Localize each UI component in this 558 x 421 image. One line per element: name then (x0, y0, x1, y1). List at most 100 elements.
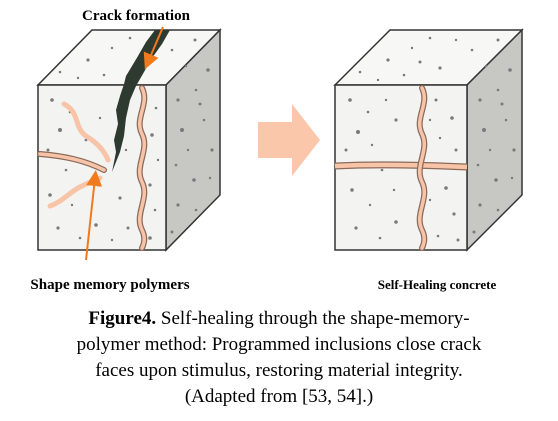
speckle-dot (176, 98, 180, 102)
speckle-dot (438, 66, 442, 70)
polymer-pointer-arrow-icon (85, 170, 103, 261)
speckle-dot (366, 110, 370, 114)
speckle-dot (110, 46, 114, 50)
speckle-dot (508, 68, 512, 72)
speckle-dot (176, 203, 180, 207)
speckle-dot (394, 220, 398, 224)
polymer-strand (61, 101, 111, 163)
polymer-band (334, 162, 468, 170)
speckle-dot (384, 98, 388, 102)
diagram: Crack formation Shape memory polymers Se… (30, 8, 524, 293)
caption-line-4: (Adapted from [53, 54].) (184, 386, 374, 407)
speckle-dot (482, 128, 486, 132)
figure-label: Figure4. (88, 308, 157, 329)
speckle-dot (350, 188, 354, 192)
figure-caption: Figure4. Self-healing through the shape-… (0, 306, 558, 410)
speckle-dot (56, 226, 60, 230)
speckle-dot (348, 98, 352, 102)
speckle-dot (48, 193, 52, 197)
polymer-strand (138, 86, 147, 250)
speckle-dot (496, 38, 500, 42)
speckle-dot (410, 46, 414, 50)
speckle-dot (370, 143, 374, 147)
speckle-dot (154, 106, 158, 110)
speckle-dot (150, 133, 154, 137)
polymer-strand (418, 86, 427, 250)
speckle-dot (198, 102, 202, 106)
speckle-dot (402, 73, 406, 77)
polymer-strand (38, 152, 106, 172)
speckle-dot (444, 186, 448, 190)
right-block-speckles (344, 36, 516, 242)
left-concrete-block (36, 28, 222, 252)
speckle-dot (124, 148, 128, 152)
speckle-dot (488, 148, 492, 152)
speckle-dot (478, 203, 482, 207)
speckle-dot (86, 58, 90, 62)
speckle-dot (428, 198, 432, 202)
speckle-dot (454, 38, 458, 42)
crack (110, 30, 170, 190)
speckle-dot (78, 236, 82, 240)
speckle-dot (210, 148, 214, 152)
speckle-dot (354, 226, 358, 230)
speckle-dot (50, 98, 54, 102)
speckle-dot (46, 148, 50, 152)
speckle-dot (208, 176, 212, 180)
speckle-dot (128, 36, 132, 40)
speckle-dot (118, 196, 122, 200)
speckle-dot (478, 98, 482, 102)
speckle-dot (476, 163, 480, 167)
self-healing-concrete-label: Self-Healing concrete (378, 277, 497, 292)
speckle-dot (148, 183, 152, 187)
speckle-dot (510, 176, 514, 180)
speckle-dot (174, 163, 178, 167)
speckle-dot (126, 226, 130, 230)
speckle-dot (438, 136, 442, 140)
speckle-dot (484, 64, 488, 68)
speckle-dot (428, 118, 432, 122)
speckle-dot (192, 178, 196, 182)
speckle-dot (202, 118, 206, 122)
speckle-dot (452, 212, 456, 216)
speckle-dot (392, 188, 396, 192)
speckle-dot (470, 48, 474, 52)
caption-line-3: faces upon stimulus, restoring material … (95, 360, 463, 381)
speckle-dot (170, 48, 174, 52)
speckle-dot (472, 230, 476, 234)
speckle-dot (58, 70, 62, 74)
speckle-dot (110, 238, 114, 242)
speckle-dot (494, 178, 498, 182)
caption-line-2: polymer method: Programmed inclusions cl… (76, 334, 482, 355)
speckle-dot (358, 70, 362, 74)
speckle-dot (94, 223, 98, 227)
speckle-dot (376, 78, 380, 82)
speckle-dot (193, 38, 197, 42)
right-concrete-block (333, 28, 524, 252)
speckle-dot (436, 234, 440, 238)
speckle-dot (194, 88, 198, 92)
speckle-dot (378, 236, 382, 240)
crack-pointer-arrow-icon (143, 26, 164, 70)
speckle-dot (394, 118, 398, 122)
speckle-dot (428, 36, 432, 40)
speckle-dot (454, 148, 458, 152)
speckle-dot (184, 64, 188, 68)
speckle-dot (98, 116, 102, 120)
speckle-dot (153, 208, 157, 212)
transition-arrow-icon (258, 104, 320, 176)
speckle-dot (368, 203, 372, 207)
left-block-speckles (46, 36, 214, 242)
speckle-dot (102, 73, 106, 77)
speckle-dot (450, 116, 454, 120)
speckle-dot (70, 203, 74, 207)
speckle-dot (380, 168, 384, 172)
speckle-dot (434, 98, 438, 102)
caption-line-1: Figure4. Self-healing through the shape-… (0, 306, 558, 332)
speckle-dot (456, 238, 460, 242)
speckle-dot (418, 60, 422, 64)
caption-line-1-text: Self-healing through the shape-memory- (160, 308, 470, 329)
speckle-dot (170, 230, 174, 234)
shape-memory-polymers-label: Shape memory polymers (30, 277, 189, 293)
speckle-dot (76, 76, 80, 80)
